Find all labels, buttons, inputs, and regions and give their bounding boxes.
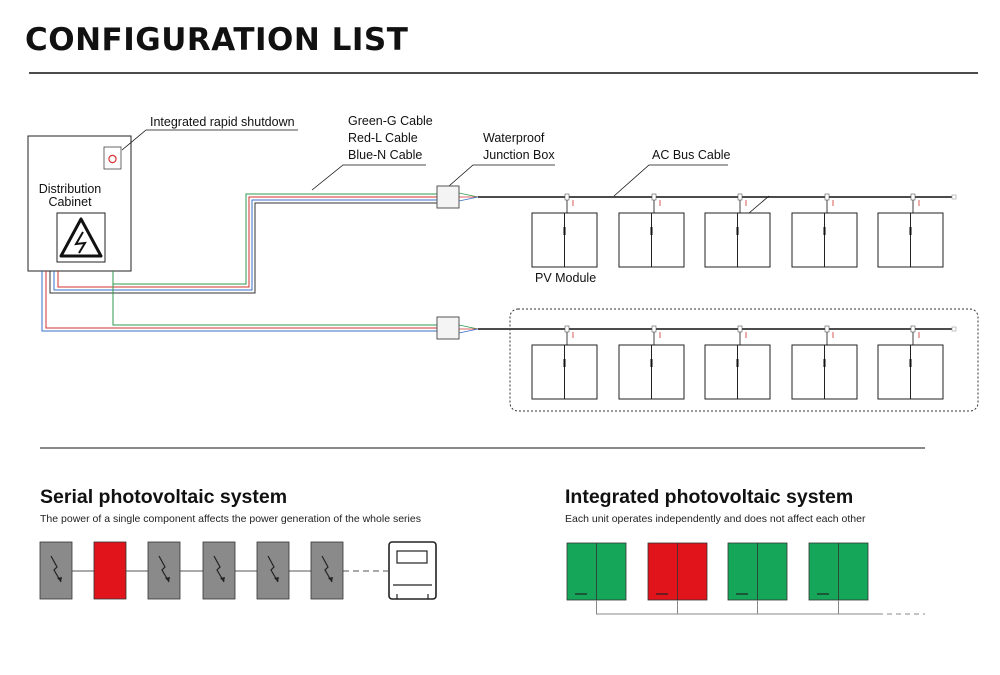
serial-module-fault — [93, 541, 127, 600]
junction-box-label-line2: Junction Box — [483, 148, 555, 162]
serial-module — [256, 541, 290, 600]
serial-module-panel — [202, 541, 236, 600]
junction-box-label-line1: Waterproof — [483, 131, 545, 145]
distribution-cabinet-label: Distribution Cabinet — [28, 183, 112, 209]
cable-bundle-bottom — [41, 271, 479, 334]
page-title: CONFIGURATION LIST — [25, 22, 409, 58]
blue-cable-bottom — [41, 271, 437, 332]
serial-module — [310, 541, 344, 600]
bus-connector-icon — [651, 193, 657, 201]
cable-label-leader — [311, 164, 426, 191]
junction-output-bottom — [458, 324, 479, 330]
pv-module — [704, 193, 771, 268]
pv-module — [791, 325, 858, 400]
cable-label-red: Red-L Cable — [348, 131, 418, 145]
junction-output-top — [458, 196, 479, 202]
serial-module-row — [39, 541, 344, 600]
junction-box-leader — [448, 164, 555, 187]
micro-inverter-icon — [736, 227, 739, 235]
integrated-module — [727, 542, 788, 614]
inverter-icon — [388, 541, 437, 600]
lightning-icon — [213, 555, 225, 583]
pv-module — [877, 193, 944, 268]
serial-module-panel — [256, 541, 290, 600]
micro-inverter-icon — [563, 227, 566, 235]
serial-module — [202, 541, 236, 600]
pv-array-bottom — [531, 325, 944, 400]
red-cable-top — [57, 196, 437, 288]
distribution-cabinet — [27, 135, 132, 272]
high-voltage-warning-icon — [56, 212, 106, 263]
micro-inverter-icon — [736, 359, 739, 367]
lightning-icon — [267, 555, 279, 583]
pv-module — [531, 193, 598, 268]
bus-connector-icon — [564, 193, 570, 201]
pv-module — [618, 325, 685, 400]
bus-connector-icon — [651, 325, 657, 333]
pv-module — [618, 193, 685, 268]
junction-output-top — [458, 192, 479, 198]
serial-module-panel — [93, 541, 127, 600]
green-cable-top — [112, 193, 437, 285]
cabinet-label-text: Distribution Cabinet — [38, 182, 102, 209]
integrated-module — [808, 542, 869, 614]
bus-connector-icon — [824, 325, 830, 333]
arrow-head-icon — [165, 577, 170, 582]
micro-inverter-icon — [909, 359, 912, 367]
serial-module-panel — [147, 541, 181, 600]
lightning-icon — [50, 555, 62, 583]
green-cable-bottom — [112, 271, 437, 326]
serial-module — [39, 541, 73, 600]
arrow-head-icon — [328, 577, 333, 582]
micro-inverter-icon — [650, 227, 653, 235]
serial-module — [147, 541, 181, 600]
bus-connector-icon — [737, 325, 743, 333]
micro-inverter-icon — [563, 359, 566, 367]
cable-label-blue: Blue-N Cable — [348, 148, 423, 162]
serial-system-title: Serial photovoltaic system — [40, 486, 288, 508]
red-cable-bottom — [45, 271, 437, 329]
blue-cable-top — [53, 199, 437, 291]
integrated-module-fault — [647, 542, 708, 614]
lightning-icon — [158, 555, 170, 583]
rapid-shutdown-label: Integrated rapid shutdown — [150, 115, 295, 129]
serial-module-panel — [310, 541, 344, 600]
integrated-system-subtitle: Each unit operates independently and doe… — [565, 513, 866, 525]
micro-inverter-icon — [823, 359, 826, 367]
pv-module — [531, 325, 598, 400]
arrow-head-icon — [274, 577, 279, 582]
junction-box-top — [436, 185, 460, 209]
serial-system-subtitle: The power of a single component affects … — [40, 513, 421, 525]
pv-module — [877, 325, 944, 400]
arrow-head-icon — [220, 577, 225, 582]
integrated-module — [566, 542, 627, 614]
neutral-cable-top — [49, 202, 437, 294]
micro-inverter-icon — [823, 227, 826, 235]
serial-module-panel — [39, 541, 73, 600]
bus-connector-icon — [824, 193, 830, 201]
pv-array-top — [531, 193, 944, 268]
bus-connector-icon — [910, 193, 916, 201]
rapid-shutdown-leader — [121, 129, 298, 151]
pv-module-label: PV Module — [535, 271, 597, 285]
ac-bus-label: AC Bus Cable — [652, 148, 731, 162]
cable-label-green: Green-G Cable — [348, 114, 433, 128]
integrated-module-row — [566, 542, 925, 615]
micro-inverter-icon — [650, 359, 653, 367]
micro-inverter-icon — [909, 227, 912, 235]
lightning-icon — [321, 555, 333, 583]
junction-output-bottom — [458, 328, 479, 334]
junction-box-bottom — [436, 316, 460, 340]
bus-connector-icon — [564, 325, 570, 333]
module-group-frame — [509, 308, 979, 412]
bus-connector-icon — [737, 193, 743, 201]
ac-bus-leader — [613, 164, 728, 197]
pv-module — [791, 193, 858, 268]
bus-connector-icon — [910, 325, 916, 333]
integrated-system-title: Integrated photovoltaic system — [565, 486, 854, 508]
pv-module — [704, 325, 771, 400]
arrow-head-icon — [57, 577, 62, 582]
